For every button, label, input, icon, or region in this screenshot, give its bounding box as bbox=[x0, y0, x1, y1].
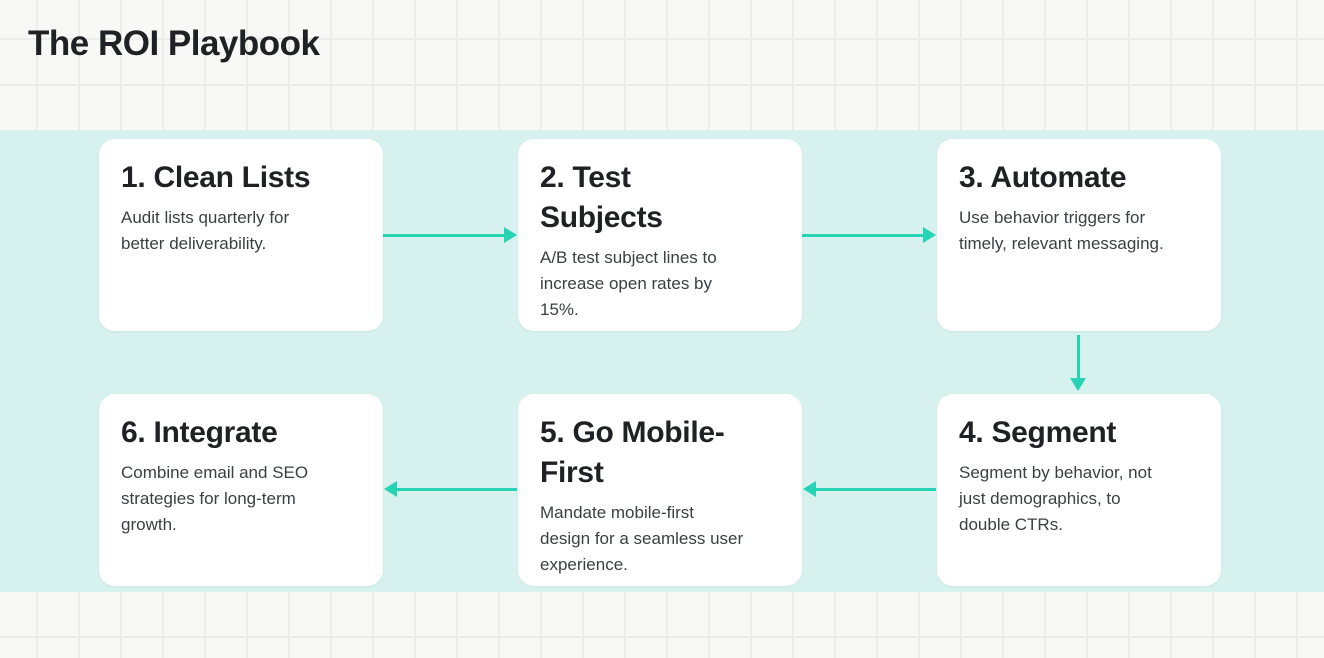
card-step-4-segment: 4. Segment Segment by behavior, not just… bbox=[937, 394, 1221, 586]
card-step-4-body: Segment by behavior, not just demographi… bbox=[959, 463, 1152, 534]
arrow-step2-to-step3-line bbox=[802, 234, 924, 237]
card-step-5-title: 5. Go Mobile- First bbox=[540, 416, 725, 489]
arrow-step2-to-step3-head-icon bbox=[923, 227, 936, 243]
card-step-6-integrate: 6. Integrate Combine email and SEO strat… bbox=[99, 394, 383, 586]
arrow-step1-to-step2-line bbox=[383, 234, 505, 237]
card-step-3-automate: 3. Automate Use behavior triggers for ti… bbox=[937, 139, 1221, 331]
arrow-step4-to-step5-head-icon bbox=[803, 481, 816, 497]
card-step-5-go-mobile-first: 5. Go Mobile- First Mandate mobile-first… bbox=[518, 394, 802, 586]
arrow-step1-to-step2-head-icon bbox=[504, 227, 517, 243]
arrow-step3-to-step4-head-icon bbox=[1070, 378, 1086, 391]
card-step-5-body: Mandate mobile-first design for a seamle… bbox=[540, 503, 744, 574]
card-step-1-clean-lists: 1. Clean Lists Audit lists quarterly for… bbox=[99, 139, 383, 331]
arrow-step4-to-step5-line bbox=[816, 488, 936, 491]
card-step-1-title: 1. Clean Lists bbox=[121, 161, 311, 194]
arrow-step5-to-step6-head-icon bbox=[384, 481, 397, 497]
arrow-step3-to-step4-line bbox=[1077, 335, 1080, 379]
arrow-step5-to-step6-line bbox=[397, 488, 517, 491]
card-step-2-test-subjects: 2. Test Subjects A/B test subject lines … bbox=[518, 139, 802, 331]
card-step-1-body: Audit lists quarterly for better deliver… bbox=[121, 208, 290, 253]
card-step-6-body: Combine email and SEO strategies for lon… bbox=[121, 463, 309, 534]
card-step-4-title: 4. Segment bbox=[959, 416, 1117, 449]
card-step-2-title: 2. Test Subjects bbox=[540, 161, 663, 234]
card-step-2-body: A/B test subject lines to increase open … bbox=[540, 248, 717, 319]
card-step-3-title: 3. Automate bbox=[959, 161, 1127, 194]
page-title: The ROI Playbook bbox=[28, 24, 320, 63]
card-step-6-title: 6. Integrate bbox=[121, 416, 278, 449]
card-step-3-body: Use behavior triggers for timely, releva… bbox=[959, 208, 1164, 253]
